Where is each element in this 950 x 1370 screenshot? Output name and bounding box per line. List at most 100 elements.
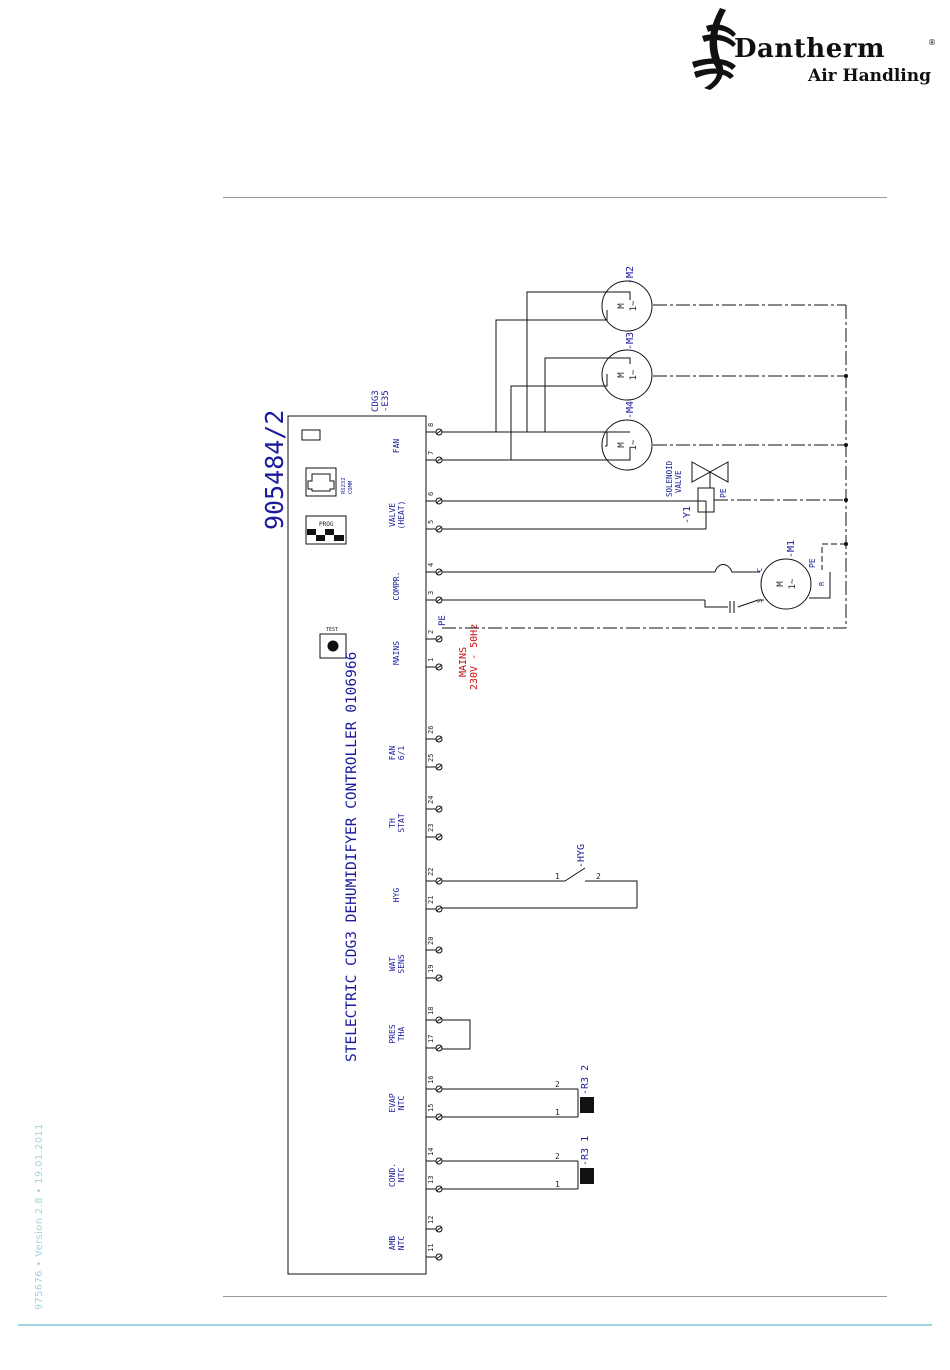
terminal-number: 1: [427, 658, 435, 662]
terminal-number: 24: [427, 796, 435, 804]
solenoid-tag: -Y1: [682, 506, 693, 524]
mains-supply-label: MAINS: [458, 647, 469, 677]
motor-symbol-m1: M: [776, 581, 786, 587]
motor-m4-tag: -M4: [625, 401, 636, 419]
mains-rating-label: 230V - 50Hz: [469, 624, 480, 690]
terminal-number: 12: [427, 1216, 435, 1224]
compressor-pe: PE: [808, 558, 817, 568]
group-label-cond: COND.: [388, 1163, 397, 1187]
terminal-screw: [435, 946, 443, 954]
terminal-number: 25: [427, 754, 435, 762]
group-label2-fan61: 6/1: [397, 746, 406, 761]
controller-window: [301, 429, 321, 441]
motor-m2: [601, 280, 653, 332]
connector-sub: COMM: [348, 480, 354, 494]
group-label2-thstat: STAT: [397, 813, 406, 832]
dantherm-logo-icon: [692, 8, 736, 90]
group-label-fan61: FAN: [388, 746, 397, 761]
terminal-screw: [435, 805, 443, 813]
motor-symbol-m2: M: [617, 303, 627, 309]
connector-label: RS232: [341, 477, 347, 494]
solenoid-name2: VALVE: [674, 470, 683, 493]
motor-m4: [601, 419, 653, 471]
controller-ref: CDG3: [371, 390, 381, 412]
terminal-number: 19: [427, 965, 435, 973]
rs232-connector: [305, 467, 337, 497]
ntc-r31-p1: 1: [555, 1180, 560, 1189]
ntc-r32-p1: 1: [555, 1108, 560, 1117]
terminal-number: 20: [427, 937, 435, 945]
terminal-number: 15: [427, 1104, 435, 1112]
group-label-compr: COMPR.: [392, 572, 401, 601]
terminal-number: 2: [427, 630, 435, 634]
motor-m2-tag: -M2: [625, 266, 636, 284]
group-label-mains: MAINS: [392, 641, 401, 665]
terminal-screw: [435, 1044, 443, 1052]
hyg-switch-p1: 1: [555, 872, 560, 881]
ntc-r32-p2: 2: [555, 1080, 560, 1089]
terminal-screw: [435, 635, 443, 643]
group-label-hyg: HYG: [392, 888, 401, 903]
group-label-valve: VALVE: [388, 503, 397, 527]
motor-m3: [601, 349, 653, 401]
solenoid-name: SOLENOID: [665, 460, 674, 497]
terminal-screw: [435, 905, 443, 913]
group-label2-amb: NTC: [397, 1236, 406, 1251]
terminal-screw: [435, 735, 443, 743]
hyg-switch-tag: -HYG: [576, 844, 587, 868]
terminal-number: 14: [427, 1148, 435, 1156]
terminal-number: 17: [427, 1035, 435, 1043]
terminal-number: 6: [427, 492, 435, 496]
terminal-number: 26: [427, 726, 435, 734]
header-rule: [223, 197, 887, 198]
terminal-screw: [435, 974, 443, 982]
compressor-r: R: [818, 581, 826, 586]
drawing-number: 905484/2: [260, 410, 289, 530]
brand-division: Air Handling: [808, 66, 932, 86]
group-label2-evap: NTC: [397, 1096, 406, 1111]
ntc-r31-tag: -R3 1: [580, 1136, 591, 1166]
group-label-prestha: PRES: [388, 1024, 397, 1043]
prog-connector: [305, 515, 347, 545]
controller-tag: -E35: [381, 390, 391, 412]
prog-label: PROG: [319, 521, 334, 528]
compressor-c: C: [756, 568, 764, 572]
test-label: TEST: [326, 627, 338, 633]
terminal-screw: [435, 1253, 443, 1261]
motor-phase-m1: 1~: [788, 578, 798, 589]
ntc-r32-tag: -R3 2: [580, 1065, 591, 1095]
group-label2-cond: NTC: [397, 1168, 406, 1183]
ntc-r31-p2: 2: [555, 1152, 560, 1161]
motor-symbol-m4: M: [617, 442, 627, 448]
solenoid-valve-icon: [691, 461, 712, 483]
terminal-number: 5: [427, 520, 435, 524]
hyg-switch-p2: 2: [596, 872, 601, 881]
compressor-tag: -M1: [786, 540, 797, 558]
terminal-number: 13: [427, 1176, 435, 1184]
test-button: [319, 633, 347, 659]
group-label-evap: EVAP: [388, 1093, 397, 1112]
motor-phase-m2: 1~: [629, 300, 639, 311]
terminal-screw: [435, 663, 443, 671]
motor-symbol-m3: M: [617, 372, 627, 378]
brand-registered-mark: ®: [928, 38, 936, 47]
terminal-screw: [435, 1225, 443, 1233]
group-label-watsens: WAT: [388, 957, 397, 972]
terminal-screw: [435, 763, 443, 771]
motor-phase-m4: 1~: [629, 439, 639, 450]
terminal-number: 18: [427, 1007, 435, 1015]
motor-m3-tag: -M3: [625, 332, 636, 350]
page-bottom-rule: [18, 1324, 932, 1326]
terminal-number: 7: [427, 451, 435, 455]
terminal-number: 3: [427, 591, 435, 595]
group-label-fan: FAN: [392, 439, 401, 454]
terminal-number: 8: [427, 423, 435, 427]
terminal-number: 23: [427, 824, 435, 832]
terminal-number: 22: [427, 868, 435, 876]
group-label-thstat: TH: [388, 818, 397, 828]
motor-phase-m3: 1~: [629, 369, 639, 380]
solenoid-pe: PE: [719, 488, 728, 498]
terminal-number: 4: [427, 563, 435, 567]
group-label-amb: AMB: [388, 1236, 397, 1251]
